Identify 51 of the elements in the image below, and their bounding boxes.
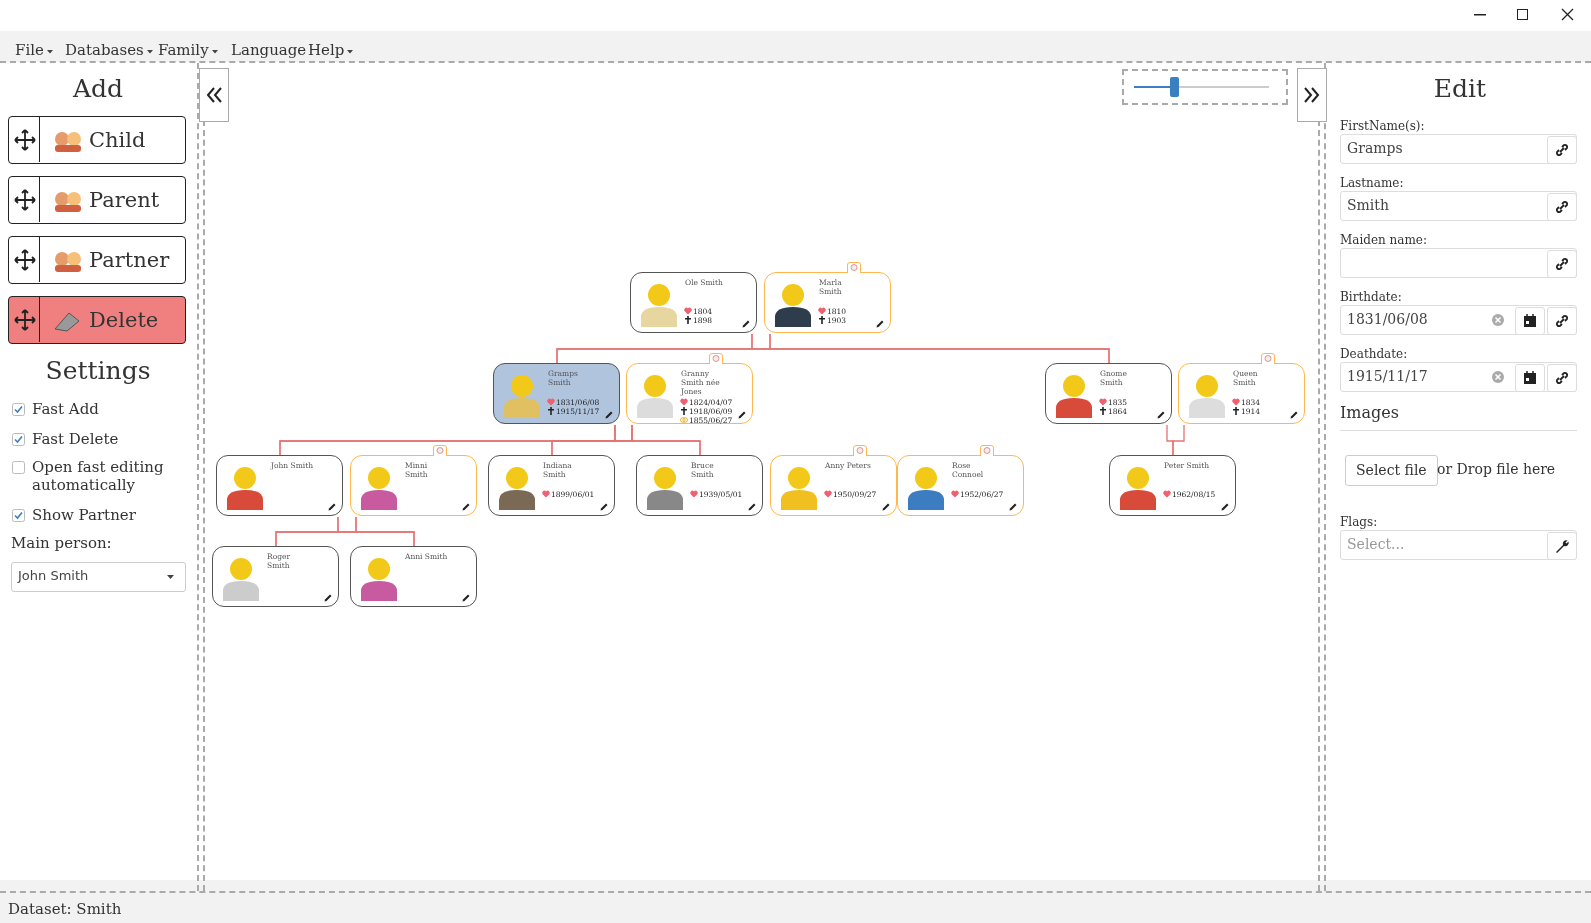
checkbox-label: Show Partner (32, 506, 136, 524)
person-card (764, 272, 891, 333)
menu-item: Help (308, 41, 345, 59)
field-value: 1831/06/08 (1347, 311, 1428, 327)
person-card (1109, 455, 1236, 516)
checkbox-label: Fast Delete (32, 430, 119, 448)
delete-button: Delete (8, 296, 186, 344)
add-button: Parent (8, 176, 186, 224)
field-label: Birthdate: (1340, 290, 1402, 304)
field-label: Flags: (1340, 515, 1378, 529)
panel-heading: Add (72, 74, 124, 103)
field-value: Gramps (1347, 140, 1403, 156)
person-card (626, 363, 753, 424)
family-line (631, 424, 701, 456)
person-card (216, 455, 343, 516)
field-value: John Smith (18, 568, 89, 583)
panel-heading: Edit (1433, 74, 1487, 103)
family-line (355, 516, 415, 547)
field-value: Select... (1347, 536, 1405, 552)
menu-item: Databases (65, 41, 144, 59)
person-card (1178, 363, 1305, 424)
add-button: Partner (8, 236, 186, 284)
field-label: Maiden name: (1340, 233, 1427, 247)
field-value: 1915/11/17 (1347, 368, 1428, 384)
field-value: Smith (1347, 197, 1389, 213)
person-card (636, 455, 763, 516)
person-card (350, 455, 477, 516)
person-card (488, 455, 615, 516)
field-label: FirstName(s): (1340, 119, 1425, 133)
person-card (350, 546, 477, 607)
status-text: Dataset: Smith (8, 900, 122, 918)
person-card (212, 546, 339, 607)
drop-hint: or Drop file here (1437, 461, 1556, 477)
menu-item: Family (158, 41, 209, 59)
panel-heading: Settings (45, 356, 151, 385)
menu-item: File (15, 41, 44, 59)
checkbox-label: Fast Add (32, 400, 99, 418)
checkbox-label: Open fast editing automatically (32, 458, 165, 494)
person-card (493, 363, 620, 424)
person-card (770, 455, 897, 516)
field-label: Main person: (11, 534, 112, 552)
field-label: Lastname: (1340, 176, 1404, 190)
person-card (897, 455, 1024, 516)
select-file-button: Select file (1345, 455, 1438, 486)
section-heading: Images (1340, 403, 1399, 422)
field-label: Deathdate: (1340, 347, 1408, 361)
person-card (1045, 363, 1172, 424)
menu-item: Language (231, 41, 307, 59)
add-button: Child (8, 116, 186, 164)
family-line (1172, 424, 1185, 456)
person-card (630, 272, 757, 333)
